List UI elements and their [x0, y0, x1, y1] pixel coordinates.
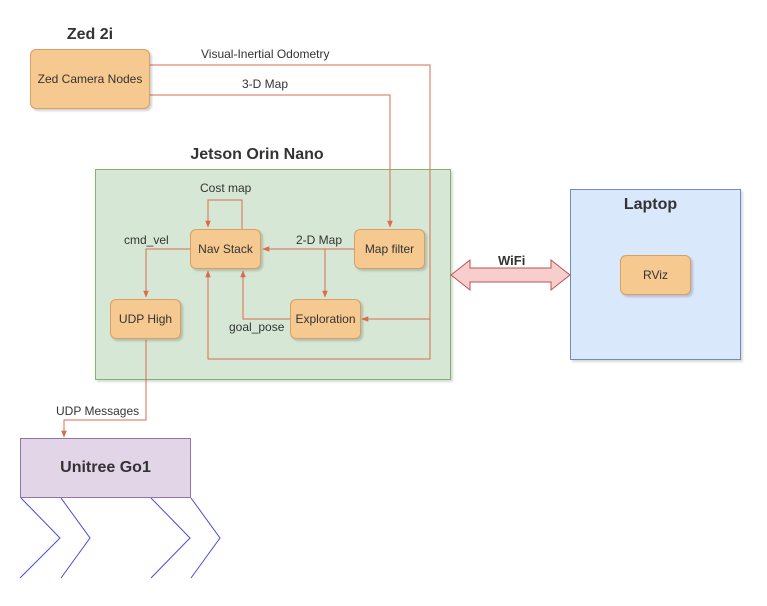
- udp-high-node: UDP High: [110, 299, 181, 339]
- robot-leg-2: [60, 497, 91, 579]
- edge-cmd-vel: [143, 248, 191, 298]
- jetson-title: Jetson Orin Nano: [190, 146, 324, 163]
- rviz-node: RViz: [620, 255, 691, 295]
- label-2d-map: 2-D Map: [296, 233, 343, 247]
- edge-3d-map: [150, 94, 393, 228]
- unitree-go1-node: Unitree Go1: [20, 438, 191, 498]
- edge-visual-inertial-odometry: [150, 64, 431, 322]
- edge-cost-map: [205, 199, 243, 229]
- robot-leg-3: [150, 497, 191, 579]
- wifi-double-arrow: [450, 258, 571, 292]
- map-filter-node: Map filter: [354, 229, 425, 269]
- label-goal-pose: goal_pose: [229, 320, 285, 334]
- robot-leg-1: [19, 497, 61, 579]
- edge-goal-pose: [240, 270, 291, 320]
- edge-udp-messages: [61, 340, 147, 438]
- jetson-container: [95, 169, 451, 380]
- label-3d-map: 3-D Map: [242, 77, 289, 91]
- exploration-node: Exploration: [290, 299, 361, 339]
- zed-title: Zed 2i: [66, 26, 114, 43]
- nav-stack-node: Nav Stack: [190, 229, 261, 269]
- laptop-title: Laptop: [623, 196, 678, 213]
- label-cmd-vel: cmd_vel: [124, 233, 169, 247]
- label-visual-inertial-odometry: Visual-Inertial Odometry: [201, 47, 330, 61]
- edge-odometry-to-nav-stack: [205, 270, 431, 360]
- robot-leg-4: [190, 497, 221, 579]
- label-cost-map: Cost map: [200, 181, 252, 195]
- label-udp-messages: UDP Messages: [56, 404, 140, 418]
- label-wifi: WiFi: [498, 253, 526, 268]
- zed-camera-nodes: Zed Camera Nodes: [30, 49, 150, 109]
